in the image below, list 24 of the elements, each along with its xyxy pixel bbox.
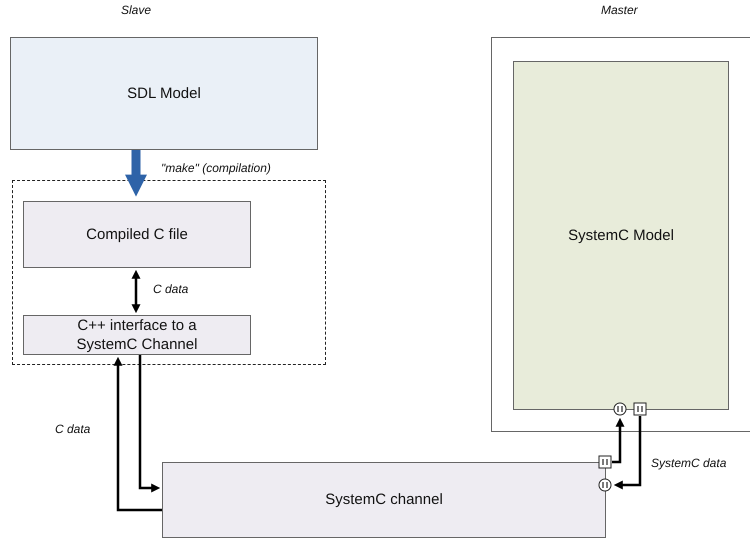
node-label: SystemC channel xyxy=(325,490,443,510)
node-label: SDL Model xyxy=(127,84,201,104)
node-label: C++ interface to a SystemC Channel xyxy=(76,316,198,354)
container-box xyxy=(491,37,750,432)
arrow xyxy=(132,270,140,314)
process-box xyxy=(23,315,251,355)
role-label: Slave xyxy=(120,3,152,17)
node-label: Compiled C file xyxy=(86,224,188,244)
role-label: Master xyxy=(600,3,639,17)
process-box xyxy=(10,37,318,150)
arrow xyxy=(612,418,624,464)
arrow xyxy=(138,355,160,492)
edge-label: C data xyxy=(152,282,190,296)
node-label: SystemC Model xyxy=(568,226,674,246)
dashed-group-box xyxy=(12,180,326,365)
model-box xyxy=(513,61,729,410)
edge-label: "make" (compilation) xyxy=(160,161,272,175)
arrow xyxy=(114,356,162,512)
arrow xyxy=(614,416,642,490)
channel-box xyxy=(162,462,606,538)
process-box xyxy=(23,201,251,268)
arrow xyxy=(125,150,147,197)
edge-label: SystemC data xyxy=(650,456,728,470)
edge-label: C data xyxy=(54,422,92,436)
